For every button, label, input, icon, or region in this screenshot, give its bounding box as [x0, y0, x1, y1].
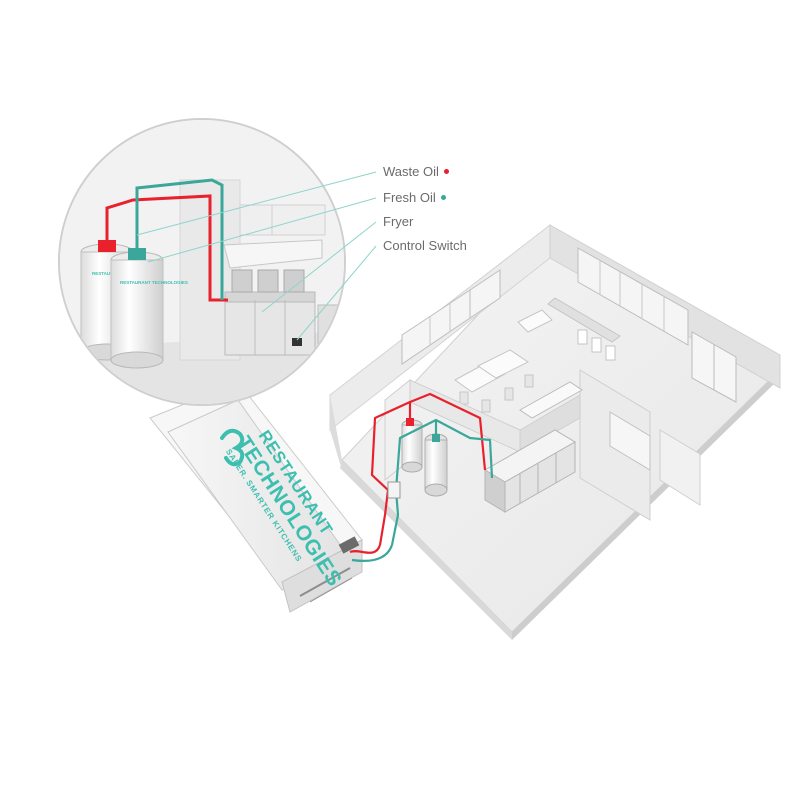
callout-fresh-oil: Fresh Oil [383, 190, 446, 205]
callout-control-switch: Control Switch [383, 238, 467, 253]
callout-control-switch-label: Control Switch [383, 238, 467, 253]
inset-control-switch [292, 338, 302, 346]
callout-waste-oil: Waste Oil [383, 164, 449, 179]
callout-waste-oil-label: Waste Oil [383, 164, 439, 179]
delivery-truck: RESTAURANT TECHNOLOGIES SAFER. SMARTER K… [150, 382, 392, 612]
callout-fresh-oil-label: Fresh Oil [383, 190, 436, 205]
waste-oil-marker [444, 169, 449, 174]
building-cutaway [330, 225, 780, 640]
detail-inset: RESTAURANT TECHNOLOGIES RESTAURANT TECHN… [55, 115, 355, 420]
callout-fryer-label: Fryer [383, 214, 413, 229]
fresh-oil-marker [441, 195, 446, 200]
callout-fryer: Fryer [383, 214, 413, 229]
inset-tank-right-label: RESTAURANT TECHNOLOGIES [120, 280, 188, 285]
control-switch [388, 482, 400, 498]
